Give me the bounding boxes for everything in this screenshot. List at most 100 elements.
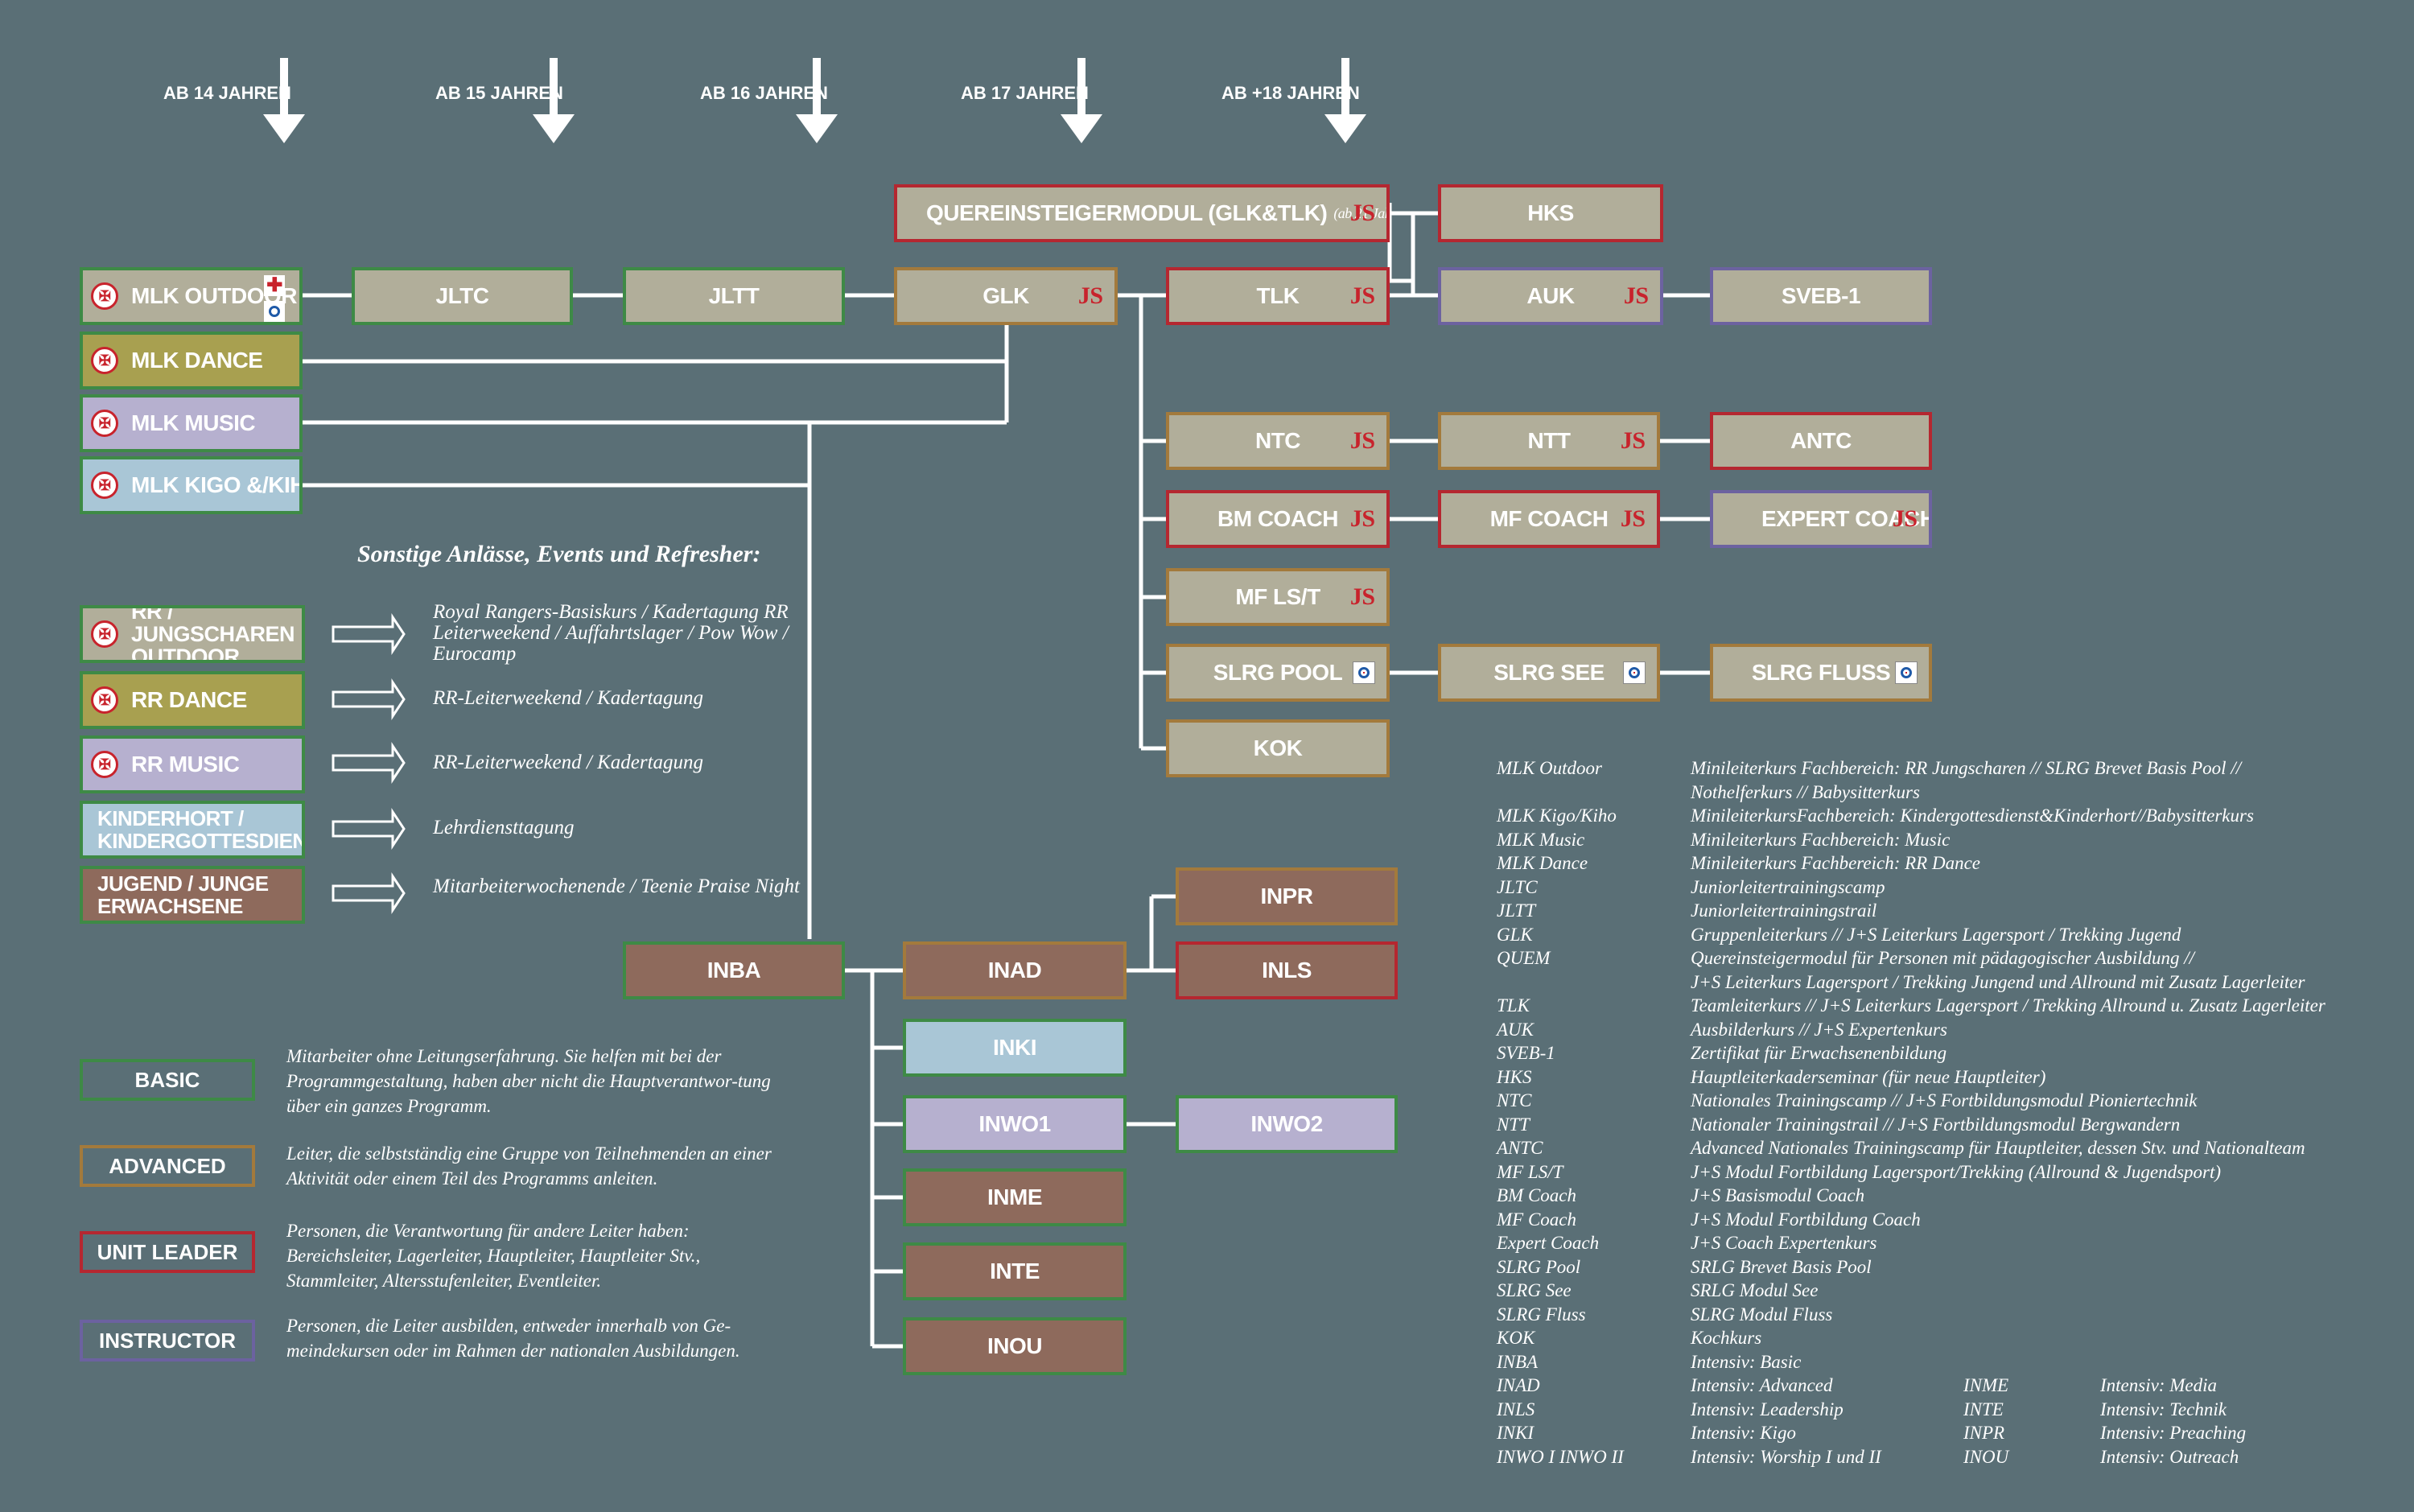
legend-unit-leader: UNIT LEADER bbox=[80, 1231, 255, 1273]
box-mf-lst[interactable]: MF LS/T J S bbox=[1166, 568, 1390, 626]
box-inls[interactable]: INLS bbox=[1176, 941, 1398, 999]
box-glk[interactable]: GLK J S bbox=[894, 267, 1118, 325]
box-inwo2[interactable]: INWO2 bbox=[1176, 1095, 1398, 1153]
box-jltc[interactable]: JLTC bbox=[352, 267, 573, 325]
abbreviation-key: AUK bbox=[1497, 1019, 1534, 1040]
abbreviation-key: SLRG Pool bbox=[1497, 1256, 1581, 1277]
box-mlk-outdoor[interactable]: ✠ MLK OUTDOOR ✚ bbox=[80, 267, 303, 325]
box-hks[interactable]: HKS bbox=[1438, 184, 1663, 242]
box-antc[interactable]: ANTC bbox=[1710, 412, 1932, 470]
abbreviation-value: Intensiv: Advanced bbox=[1691, 1375, 1833, 1395]
abbreviation-value: Kochkurs bbox=[1691, 1328, 1762, 1348]
abbreviation-key: INKI bbox=[1497, 1423, 1534, 1443]
box-mlk-kigo[interactable]: ✠ MLK KIGO &/KIHO bbox=[80, 456, 303, 514]
box-inwo1[interactable]: INWO1 bbox=[903, 1095, 1127, 1153]
abbreviation-value: Intensiv: Leadership bbox=[1691, 1399, 1843, 1419]
box-quem[interactable]: QUEREINSTEIGERMODUL (GLK&TLK) (ab 21 Jah… bbox=[894, 184, 1390, 242]
box-mlk-dance-label: MLK DANCE bbox=[131, 348, 263, 373]
box-slrg-fluss[interactable]: SLRG FLUSS bbox=[1710, 644, 1932, 702]
abbreviation-key: JLTT bbox=[1497, 900, 1536, 921]
box-tlk-label: TLK bbox=[1256, 283, 1300, 308]
abbreviation-key: INAD bbox=[1497, 1375, 1540, 1395]
legend-unit-leader-text: Personen, die Verantwortung für andere L… bbox=[286, 1221, 701, 1291]
abbreviation-key: INME bbox=[1963, 1375, 2009, 1395]
box-bm-coach-label: BM COACH bbox=[1217, 506, 1339, 531]
box-kok[interactable]: KOK bbox=[1166, 719, 1390, 777]
abbreviation-key: GLK bbox=[1497, 924, 1533, 945]
abbreviation-key: SVEB-1 bbox=[1497, 1043, 1555, 1063]
abbreviation-value: J+S Modul Fortbildung Lagersport/Trekkin… bbox=[1691, 1161, 2222, 1182]
abbreviation-value: Intensiv: Media bbox=[2100, 1375, 2217, 1395]
abbreviation-key: NTC bbox=[1497, 1090, 1532, 1110]
box-inpr[interactable]: INPR bbox=[1176, 867, 1398, 925]
box-sveb[interactable]: SVEB-1 bbox=[1710, 267, 1932, 325]
abbreviation-value: J+S Basismodul Coach bbox=[1691, 1185, 1865, 1205]
box-inte[interactable]: INTE bbox=[903, 1242, 1127, 1300]
abbreviation-key: INTE bbox=[1963, 1399, 2004, 1419]
abbreviation-key: BM Coach bbox=[1497, 1185, 1577, 1205]
box-tlk[interactable]: TLK J S bbox=[1166, 267, 1390, 325]
abbreviation-value: Nationaler Trainingstrail // J+S Fortbil… bbox=[1691, 1114, 2181, 1135]
box-bm-coach[interactable]: BM COACH J S bbox=[1166, 490, 1390, 548]
abbreviation-value: Gruppenleiterkurs // J+S Leiterkurs Lage… bbox=[1691, 924, 2181, 945]
box-expert-coach[interactable]: EXPERT COACH J S bbox=[1710, 490, 1932, 548]
abbreviation-value: Intensiv: Technik bbox=[2100, 1399, 2227, 1419]
box-inme[interactable]: INME bbox=[903, 1168, 1127, 1226]
event-box-kinderhort[interactable]: KINDERHORT / KINDERGOTTESDIENST bbox=[80, 801, 305, 859]
box-slrg-pool-label: SLRG POOL bbox=[1213, 660, 1343, 685]
js-logo-icon: J S bbox=[1620, 505, 1646, 532]
box-ntt-label: NTT bbox=[1527, 428, 1571, 453]
box-inad[interactable]: INAD bbox=[903, 941, 1127, 999]
age-label-15: AB 15 JAHREN bbox=[435, 83, 563, 103]
box-inba[interactable]: INBA bbox=[623, 941, 845, 999]
slrg-icon bbox=[264, 301, 285, 322]
event-box-jugend[interactable]: JUGEND / JUNGE ERWACHSENE bbox=[80, 866, 305, 924]
event-box-rr-dance-label: RR DANCE bbox=[131, 687, 247, 712]
box-inki[interactable]: INKI bbox=[903, 1019, 1127, 1077]
legend-advanced: ADVANCED bbox=[80, 1145, 255, 1187]
js-logo-icon: J S bbox=[1349, 282, 1375, 309]
box-slrg-see-label: SLRG SEE bbox=[1493, 660, 1605, 685]
box-slrg-see[interactable]: SLRG SEE bbox=[1438, 644, 1660, 702]
box-mlk-dance[interactable]: ✠ MLK DANCE bbox=[80, 332, 303, 389]
box-mf-coach[interactable]: MF COACH J S bbox=[1438, 490, 1660, 548]
js-logo-icon: J S bbox=[1620, 427, 1646, 454]
legend-basic: BASIC bbox=[80, 1059, 255, 1101]
event-box-rr-dance[interactable]: ✠ RR DANCE bbox=[80, 671, 305, 729]
event-box-rr-outdoor[interactable]: ✠ RR / JUNGSCHAREN OUTDOOR bbox=[80, 605, 305, 663]
abbreviation-key: JLTC bbox=[1497, 876, 1538, 897]
abbreviation-key: INWO I INWO II bbox=[1497, 1446, 1624, 1467]
abbreviation-value: Intensiv: Outreach bbox=[2100, 1446, 2239, 1467]
abbreviation-value: Advanced Nationales Trainingscamp für Ha… bbox=[1691, 1138, 2305, 1158]
royal-rangers-icon: ✠ bbox=[91, 410, 118, 437]
box-auk[interactable]: AUK J S bbox=[1438, 267, 1663, 325]
abbreviation-key: HKS bbox=[1497, 1066, 1532, 1087]
event-text-rr-dance: RR-Leiterweekend / Kadertagung bbox=[433, 687, 704, 709]
box-ntt[interactable]: NTT J S bbox=[1438, 412, 1660, 470]
abbreviation-key: MLK Dance bbox=[1497, 853, 1588, 873]
slrg-icon bbox=[1895, 661, 1918, 684]
age-label-14: AB 14 JAHREN bbox=[163, 83, 291, 103]
legend-advanced-text: Leiter, die selbstständig eine Gruppe vo… bbox=[286, 1143, 772, 1189]
box-mlk-music[interactable]: ✠ MLK MUSIC bbox=[80, 394, 303, 452]
legend-instructor: INSTRUCTOR bbox=[80, 1320, 255, 1362]
royal-rangers-icon: ✠ bbox=[91, 751, 118, 778]
box-ntc-label: NTC bbox=[1254, 428, 1301, 453]
legend-basic-text: Mitarbeiter ohne Leitungserfahrung. Sie … bbox=[286, 1046, 771, 1116]
royal-rangers-icon: ✠ bbox=[91, 282, 118, 310]
box-jltt[interactable]: JLTT bbox=[623, 267, 845, 325]
box-inou[interactable]: INOU bbox=[903, 1317, 1127, 1375]
abbreviation-value: Nothelferkurs // Babysitterkurs bbox=[1691, 781, 1920, 802]
abbreviation-value: SRLG Modul See bbox=[1691, 1280, 1819, 1300]
event-text-kinderhort: Lehrdiensttagung bbox=[433, 817, 575, 838]
box-slrg-pool[interactable]: SLRG POOL bbox=[1166, 644, 1390, 702]
abbreviation-key: INOU bbox=[1963, 1446, 2009, 1467]
abbreviation-value: SLRG Modul Fluss bbox=[1691, 1304, 1833, 1325]
royal-rangers-icon: ✠ bbox=[91, 347, 118, 374]
abbreviation-value: J+S Leiterkurs Lagersport / Trekking Jun… bbox=[1691, 971, 2305, 992]
box-mlk-kigo-label: MLK KIGO &/KIHO bbox=[131, 472, 299, 497]
event-box-rr-music[interactable]: ✠ RR MUSIC bbox=[80, 735, 305, 793]
box-ntc[interactable]: NTC J S bbox=[1166, 412, 1390, 470]
abbreviation-key: ANTC bbox=[1497, 1138, 1543, 1158]
